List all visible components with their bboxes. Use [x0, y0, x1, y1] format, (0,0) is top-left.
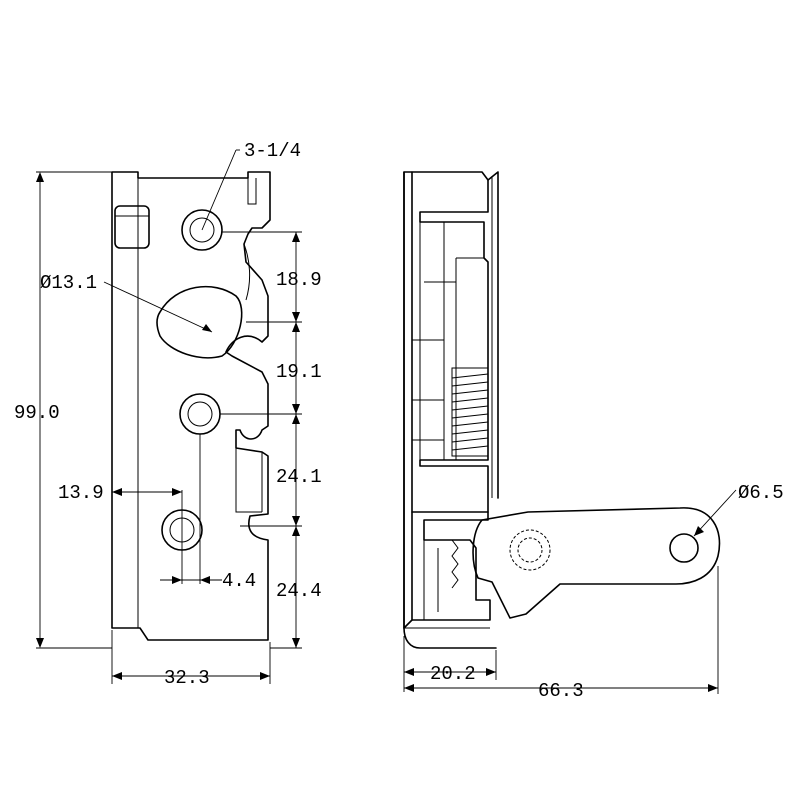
label-hole-size: 3-1/4	[244, 140, 301, 162]
label-spacing-4: 24.4	[276, 580, 322, 602]
side-housing	[411, 171, 489, 513]
label-hole-shift: 4.4	[222, 570, 256, 592]
label-overall-height: 99.0	[14, 402, 60, 424]
label-hole-offset: 13.9	[58, 482, 104, 504]
front-hole-middle	[179, 393, 221, 435]
side-view	[403, 171, 721, 649]
side-base-plate	[403, 171, 413, 629]
label-pin-diameter: Ø6.5	[738, 482, 784, 504]
front-plate-outline	[111, 171, 271, 641]
label-hole-diameter: Ø13.1	[40, 272, 97, 294]
front-top-step	[247, 178, 257, 205]
front-dimension-lines	[36, 149, 302, 684]
side-spring-coil	[451, 367, 489, 457]
label-spacing-1: 18.9	[276, 269, 322, 291]
side-arm-hole	[669, 533, 699, 563]
label-spacing-2: 19.1	[276, 361, 322, 383]
front-lower-notch	[235, 448, 262, 513]
side-right-plate	[487, 171, 499, 499]
front-throat-outline	[156, 285, 243, 359]
front-top-slot	[114, 205, 150, 249]
label-depth-side: 20.2	[430, 663, 476, 685]
side-lever-arm	[472, 507, 721, 619]
label-overall-length: 66.3	[538, 680, 584, 702]
side-dimension-lines	[403, 489, 737, 694]
side-lower-spring	[451, 539, 459, 589]
front-hole-top	[181, 209, 223, 251]
label-spacing-3: 24.1	[276, 466, 322, 488]
side-lower-housing	[411, 511, 491, 621]
label-width-front: 32.3	[164, 667, 210, 689]
side-pivot	[509, 529, 551, 571]
